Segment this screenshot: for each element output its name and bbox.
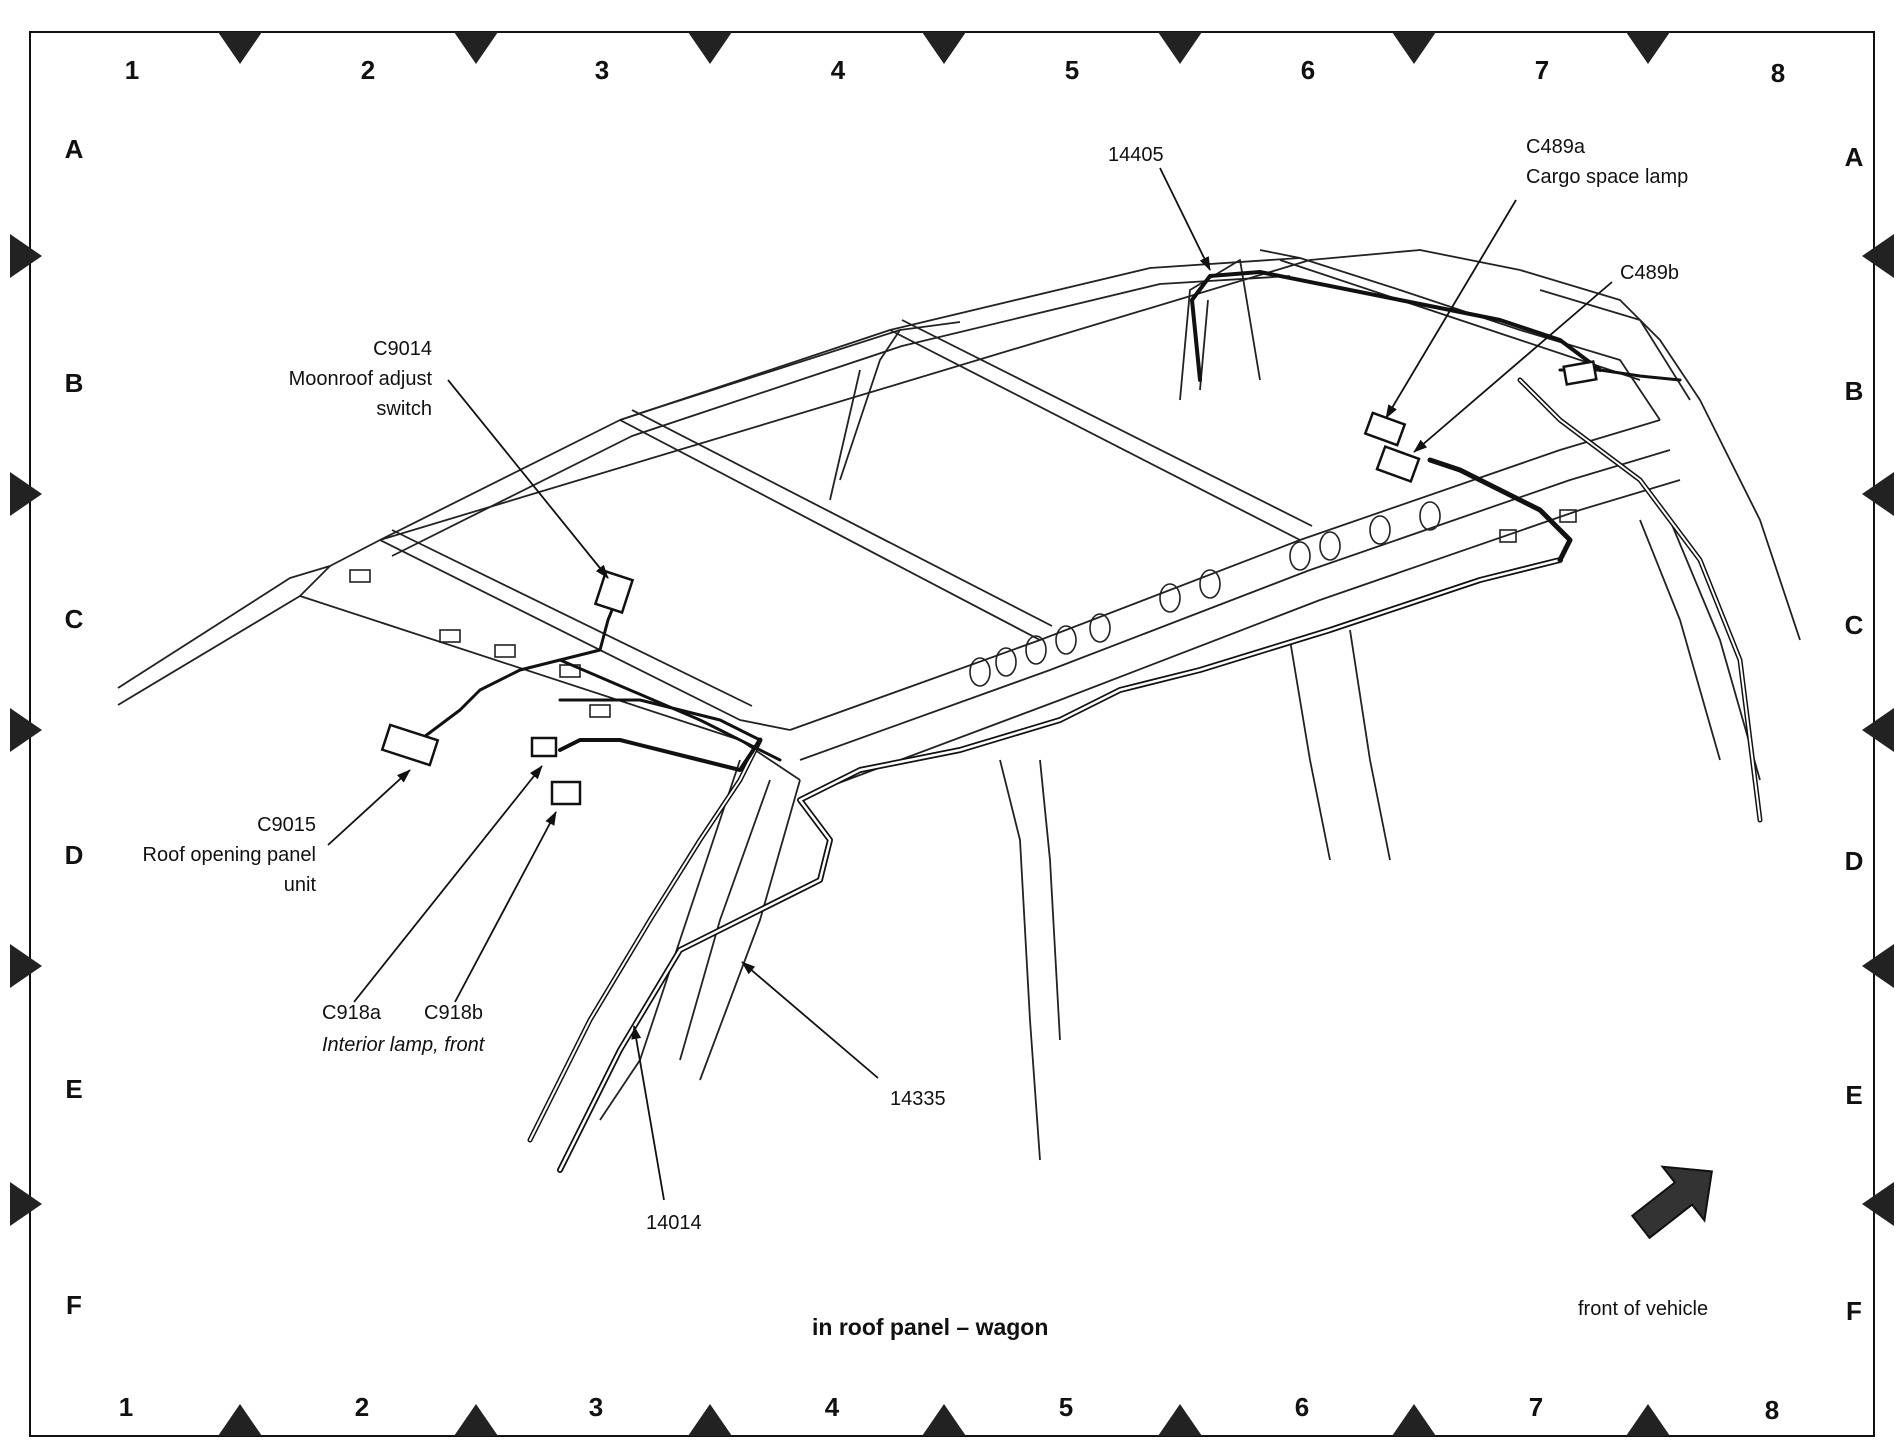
c9015-desc-line1: Roof opening panel — [142, 844, 316, 866]
col-label-top-8: 8 — [1770, 58, 1786, 88]
diagram-caption: in roof panel – wagon — [812, 1314, 1049, 1340]
right-grid-markers — [1862, 234, 1894, 1226]
row-label-right-d: D — [1844, 846, 1864, 876]
harness-14405-label: 14405 — [1108, 144, 1164, 166]
row-label-left-d: D — [64, 840, 84, 870]
row-label-right-b: B — [1844, 376, 1864, 406]
c9015-connector — [380, 723, 440, 767]
col-label-top-4: 4 — [830, 55, 846, 85]
leader-c918b — [454, 811, 557, 1003]
rear-connector — [1562, 360, 1598, 386]
c9015-desc-line2: unit — [283, 874, 316, 896]
c489a-label: C489a Cargo space lamp — [1526, 132, 1688, 192]
c9014-desc-line1: Moonroof adjust — [288, 368, 432, 390]
c489a-connector — [1363, 411, 1407, 447]
row-label-left-c: C — [64, 604, 84, 634]
col-label-top-2: 2 — [360, 55, 376, 85]
leader-c9015 — [327, 769, 411, 846]
harness-14335-label: 14335 — [890, 1088, 946, 1110]
leader-c9014 — [447, 379, 609, 579]
diagram-border — [29, 31, 1875, 1437]
front-of-vehicle-label: front of vehicle — [1578, 1298, 1709, 1320]
col-label-top-1: 1 — [124, 55, 140, 85]
bottom-grid-markers — [218, 1404, 1670, 1436]
connectors — [380, 360, 1598, 806]
row-label-right-c: C — [1844, 610, 1864, 640]
leader-lines — [327, 167, 1613, 1201]
c9015-code: C9015 — [257, 814, 316, 836]
leader-14335 — [741, 961, 879, 1079]
row-label-left-e: E — [65, 1074, 83, 1104]
leader-c918a — [353, 765, 543, 1003]
c9014-connector — [593, 569, 635, 615]
c918a-code: C918a — [322, 1002, 381, 1024]
row-label-right-a: A — [1844, 142, 1864, 172]
col-label-top-5: 5 — [1064, 55, 1080, 85]
col-label-bottom-6: 6 — [1294, 1392, 1310, 1422]
leader-c489b — [1413, 281, 1613, 453]
row-label-right-e: E — [1845, 1080, 1863, 1110]
panel-holes — [349, 501, 1577, 718]
c489a-code: C489a — [1526, 136, 1585, 158]
c9014-label: C9014 Moonroof adjust switch — [240, 334, 432, 424]
row-label-right-f: F — [1846, 1296, 1862, 1326]
c9014-desc-line2: switch — [376, 398, 432, 420]
col-label-bottom-7: 7 — [1528, 1392, 1544, 1422]
top-grid-markers — [218, 32, 1670, 64]
left-grid-markers — [10, 234, 42, 1226]
harness-14014-label: 14014 — [646, 1212, 702, 1234]
c918a-connector — [530, 736, 558, 758]
roof-panel-structure — [117, 249, 1801, 1161]
leader-14014 — [631, 1025, 665, 1201]
c489b-label: C489b — [1620, 262, 1679, 284]
c918b-code: C918b — [424, 1002, 483, 1024]
wiring-harness — [398, 270, 1763, 1173]
c918-desc: Interior lamp, front — [322, 1034, 485, 1056]
col-label-bottom-8: 8 — [1764, 1395, 1780, 1425]
col-label-top-6: 6 — [1300, 55, 1316, 85]
row-label-left-f: F — [66, 1290, 82, 1320]
col-label-bottom-2: 2 — [354, 1392, 370, 1422]
leader-c489a — [1385, 199, 1517, 419]
row-label-left-b: B — [64, 368, 84, 398]
col-label-top-7: 7 — [1534, 55, 1550, 85]
c918b-connector — [550, 780, 582, 806]
c9014-code: C9014 — [373, 338, 432, 360]
front-arrow-icon — [1630, 1165, 1714, 1240]
col-label-top-3: 3 — [594, 55, 610, 85]
c489a-desc: Cargo space lamp — [1526, 166, 1689, 188]
col-label-bottom-4: 4 — [824, 1392, 840, 1422]
leader-14405 — [1159, 167, 1211, 271]
col-label-bottom-5: 5 — [1058, 1392, 1074, 1422]
col-label-bottom-3: 3 — [588, 1392, 604, 1422]
row-label-left-a: A — [64, 134, 84, 164]
col-label-bottom-1: 1 — [118, 1392, 134, 1422]
c489b-connector — [1375, 444, 1421, 484]
c9015-label: C9015 Roof opening panel unit — [104, 810, 316, 900]
